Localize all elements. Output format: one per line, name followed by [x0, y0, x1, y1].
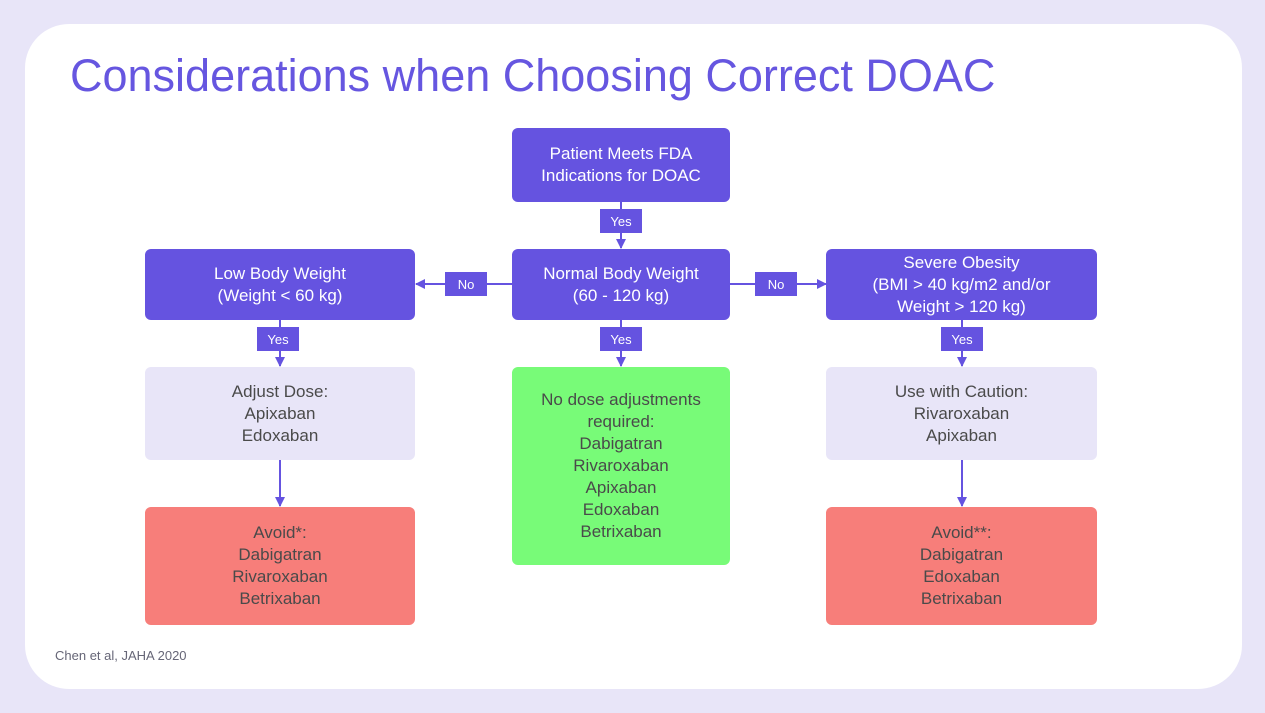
node-text: Adjust Dose:: [231, 381, 329, 401]
node-normal-body-weight: Normal Body Weight (60 - 120 kg): [512, 249, 730, 320]
node-text: Rivaroxaban: [573, 456, 669, 475]
node-text: Edoxaban: [241, 425, 319, 445]
node-text: Betrixaban: [239, 589, 321, 608]
node-text: Dabigatran: [579, 434, 663, 453]
citation: Chen et al, JAHA 2020: [55, 648, 187, 663]
node-text: Rivaroxaban: [232, 567, 328, 586]
node-text: Use with Caution:: [894, 381, 1029, 401]
edge-label-yes: Yes: [600, 327, 642, 351]
node-text: Avoid**:: [931, 523, 992, 542]
node-text: Dabigatran: [238, 545, 322, 564]
node-text: Low Body Weight: [214, 263, 346, 283]
node-no-dose-adjustments: No dose adjustments required: Dabigatran…: [512, 367, 730, 565]
node-severe-obesity: Severe Obesity (BMI > 40 kg/m2 and/or We…: [826, 249, 1097, 320]
node-avoid-obesity: Avoid**: Dabigatran Edoxaban Betrixaban: [826, 507, 1097, 625]
node-low-body-weight: Low Body Weight (Weight < 60 kg): [145, 249, 415, 320]
node-avoid-low-weight: Avoid*: Dabigatran Rivaroxaban Betrixaba…: [145, 507, 415, 625]
node-fda-indications: Patient Meets FDA Indications for DOAC: [512, 128, 730, 202]
node-text: required:: [587, 412, 655, 431]
slide-title: Considerations when Choosing Correct DOA…: [70, 50, 996, 101]
node-adjust-dose: Adjust Dose: Apixaban Edoxaban: [145, 367, 415, 460]
node-text: Patient Meets FDA: [549, 144, 693, 163]
edge-label-yes: Yes: [941, 327, 983, 351]
node-text: Severe Obesity: [903, 252, 1020, 272]
node-text: Betrixaban: [580, 522, 662, 541]
edge-label-yes: Yes: [257, 327, 299, 351]
node-text: Apixaban: [926, 425, 997, 445]
node-text: Apixaban: [585, 478, 657, 497]
node-text: Rivaroxaban: [913, 403, 1010, 423]
node-text: Betrixaban: [920, 589, 1003, 608]
node-text: (60 - 120 kg): [572, 285, 670, 305]
node-text: Edoxaban: [923, 567, 1000, 586]
node-text: Weight > 120 kg): [897, 296, 1026, 316]
node-text: (BMI > 40 kg/m2 and/or: [872, 274, 1051, 294]
node-text: Edoxaban: [582, 500, 660, 519]
node-use-with-caution: Use with Caution: Rivaroxaban Apixaban: [826, 367, 1097, 460]
node-text: Normal Body Weight: [543, 263, 699, 283]
node-text: (Weight < 60 kg): [217, 285, 343, 305]
node-text: Avoid*:: [253, 523, 307, 542]
node-text: Apixaban: [244, 403, 316, 423]
node-text: Dabigatran: [919, 545, 1004, 564]
node-text: No dose adjustments: [541, 390, 701, 409]
node-text: Indications for DOAC: [541, 166, 701, 185]
edge-label-no: No: [445, 272, 487, 296]
edge-label-no: No: [755, 272, 797, 296]
edge-label-yes: Yes: [600, 209, 642, 233]
